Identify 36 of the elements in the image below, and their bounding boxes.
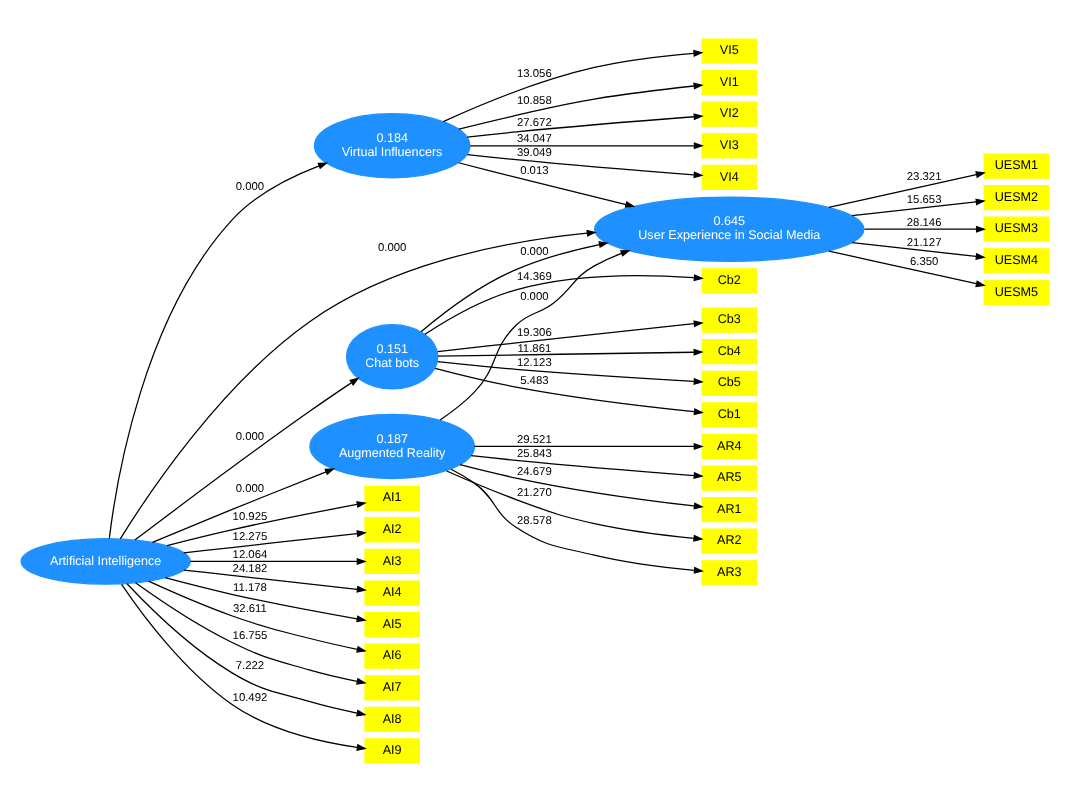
arrow xyxy=(151,468,336,543)
arrow xyxy=(450,468,704,574)
arrow xyxy=(863,225,987,233)
arrow xyxy=(147,580,367,653)
arrow xyxy=(439,250,631,421)
arrow xyxy=(437,320,704,353)
arrow xyxy=(434,367,704,416)
arrow xyxy=(470,455,704,480)
arrow xyxy=(828,171,986,208)
arrow xyxy=(108,162,329,540)
arrow xyxy=(119,229,597,540)
arrow xyxy=(466,113,704,138)
arrow xyxy=(424,274,704,335)
arrow xyxy=(189,557,367,565)
arrow xyxy=(473,442,704,450)
arrow xyxy=(458,162,636,208)
arrow xyxy=(459,464,704,510)
arrow xyxy=(166,501,367,547)
arrow xyxy=(466,153,704,179)
arrow xyxy=(183,530,367,554)
arrow xyxy=(126,583,367,717)
arrow xyxy=(183,569,367,593)
arrow xyxy=(442,49,704,123)
arrow xyxy=(458,82,704,130)
arrow xyxy=(134,582,367,685)
arrow xyxy=(164,577,367,623)
arrow xyxy=(134,377,360,541)
arrow xyxy=(851,198,986,217)
arrow xyxy=(420,241,609,333)
arrow xyxy=(446,470,704,542)
arrow xyxy=(469,142,704,150)
arrow xyxy=(437,348,704,357)
arrow xyxy=(828,250,986,288)
arrow xyxy=(851,242,986,260)
arrow xyxy=(437,361,704,385)
arrow xyxy=(121,583,367,751)
